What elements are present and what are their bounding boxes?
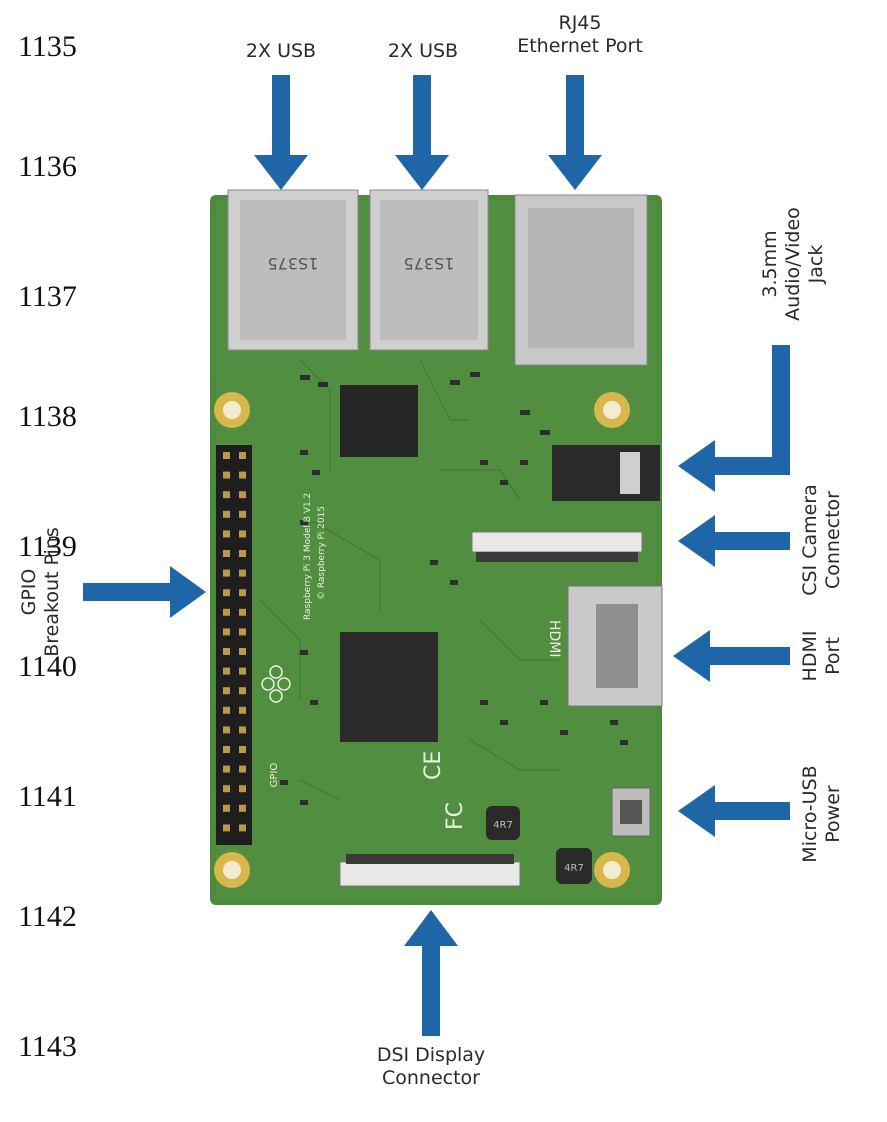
gpio-pin	[223, 569, 230, 577]
gpio-pin	[239, 648, 246, 655]
gpio-board-text: GPIO	[269, 763, 280, 788]
svg-text:1S375: 1S375	[268, 254, 319, 273]
audio-jack	[552, 445, 660, 501]
gpio-pin	[223, 706, 230, 714]
gpio-pin	[223, 530, 230, 538]
svg-text:1S375: 1S375	[404, 254, 455, 273]
gpio-pin	[239, 589, 246, 597]
gpio-pin	[239, 765, 246, 773]
gpio-pin	[223, 785, 230, 793]
usb-ethernet-chip	[340, 385, 418, 457]
gpio-pin	[239, 706, 246, 714]
label-csi-camera: CSI Camera Connector	[799, 484, 845, 596]
gpio-pin	[239, 510, 246, 518]
gpio-pin	[223, 648, 230, 655]
gpio-pin	[223, 628, 230, 636]
raspberry-logo-icon	[261, 665, 291, 703]
arrow-gpio	[83, 566, 206, 618]
gpio-header	[216, 445, 252, 845]
gpio-pin	[239, 746, 246, 753]
model-board-text: Raspberry Pi 3 Model B V1.2	[303, 493, 313, 620]
arrow-dsi	[404, 910, 458, 1036]
gpio-pins	[223, 452, 246, 832]
gpio-pin	[223, 471, 230, 479]
gpio-pin	[223, 491, 230, 499]
line-number: 1143	[18, 1030, 77, 1063]
gpio-pin	[223, 589, 230, 597]
line-number: 1139	[18, 530, 77, 563]
gpio-pin	[239, 471, 246, 479]
line-number: 1136	[18, 150, 77, 183]
arrow-hdmi	[673, 630, 790, 682]
gpio-pin	[239, 667, 246, 675]
soc-chip	[340, 632, 438, 742]
inductor: 4R7	[486, 806, 520, 840]
svg-text:4R7: 4R7	[564, 863, 584, 874]
gpio-pin	[223, 726, 230, 734]
gpio-pin	[239, 785, 246, 793]
gpio-pin	[223, 667, 230, 675]
svg-text:4R7: 4R7	[493, 820, 513, 831]
label-gpio: GPIO Breakout Pins	[18, 527, 64, 657]
usb-port-left: 1S375	[227, 189, 359, 351]
csi-connector	[471, 531, 643, 553]
gpio-pin	[239, 491, 246, 499]
inductor: 4R7	[556, 848, 592, 884]
gpio-pin	[239, 452, 246, 459]
gpio-pin	[223, 452, 230, 459]
label-micro-usb: Micro-USB Power	[799, 765, 845, 863]
arrow-micro-usb	[678, 785, 790, 837]
hdmi-board-text: HDMI	[546, 620, 562, 658]
gpio-pin	[239, 824, 246, 832]
arrow-audio-jack	[678, 345, 790, 492]
gpio-pin	[223, 765, 230, 773]
line-number: 1137	[18, 280, 77, 313]
label-ethernet: RJ45 Ethernet Port	[517, 12, 643, 58]
gpio-pin	[239, 550, 246, 557]
mount-hole	[594, 392, 630, 428]
gpio-pin	[223, 608, 230, 616]
gpio-pin	[239, 569, 246, 577]
gpio-pin	[239, 628, 246, 636]
mount-hole	[214, 852, 250, 888]
gpio-pin	[223, 824, 230, 832]
mount-hole	[214, 392, 250, 428]
label-hdmi: HDMI Port	[799, 630, 845, 682]
line-number: 1141	[18, 780, 77, 813]
pcb-board: HDMI 1S375 1S375	[210, 189, 663, 905]
copyright-board-text: © Raspberry Pi 2015	[317, 506, 327, 600]
gpio-pin	[223, 746, 230, 753]
gpio-pin	[239, 687, 246, 695]
arrow-usb-left	[254, 75, 308, 190]
usb-port-right: 1S375	[369, 189, 489, 351]
gpio-pin	[239, 726, 246, 734]
line-number: 1140	[18, 650, 77, 683]
label-dsi-display: DSI Display Connector	[376, 1044, 486, 1090]
dsi-connector	[339, 861, 521, 887]
ce-mark: CE	[421, 751, 446, 780]
label-usb-right: 2X USB	[387, 40, 459, 62]
gpio-pin	[239, 530, 246, 538]
gpio-pin	[223, 510, 230, 518]
line-number: 1135	[18, 30, 77, 63]
mount-hole	[594, 852, 630, 888]
label-audio-video-jack: 3.5mm Audio/Video Jack	[759, 207, 828, 321]
label-usb-left: 2X USB	[245, 40, 317, 62]
gpio-pin	[239, 804, 246, 812]
line-number: 1142	[18, 900, 77, 933]
gpio-pin	[223, 804, 230, 812]
line-number: 1138	[18, 400, 77, 433]
gpio-pin	[223, 550, 230, 557]
arrow-ethernet	[548, 75, 602, 190]
arrow-usb-right	[395, 75, 449, 190]
fcc-mark: FC	[443, 802, 468, 830]
gpio-pin	[239, 608, 246, 616]
arrow-csi-camera	[678, 515, 790, 567]
gpio-pin	[223, 687, 230, 695]
